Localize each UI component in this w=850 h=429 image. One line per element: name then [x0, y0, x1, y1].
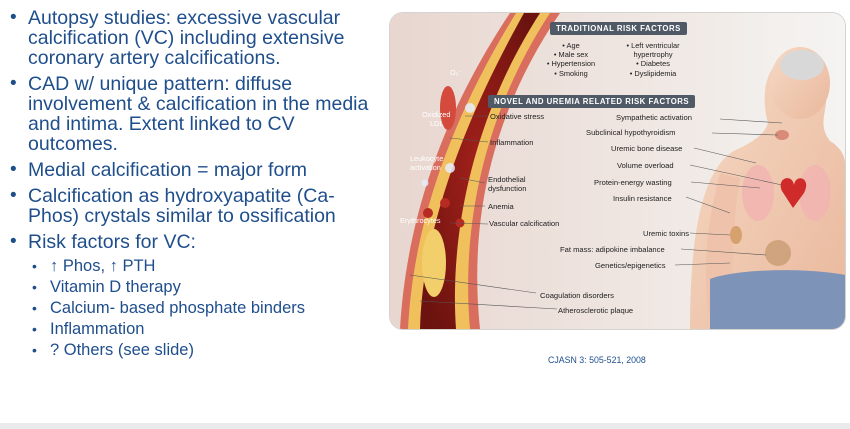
label-vascular-calcification: Vascular calcification: [489, 219, 560, 228]
label-protein-energy: Protein-energy wasting: [594, 178, 672, 187]
label-leukocyte: Leukocyte: [410, 154, 444, 163]
label-anemia: Anemia: [488, 202, 514, 211]
label-plaque: Atherosclerotic plaque: [558, 306, 634, 315]
label-fat-mass: Fat mass: adipokine imbalance: [560, 245, 665, 254]
traditional-left: • Age• Male sex• Hypertension• Smoking: [546, 41, 596, 78]
bullet-item: • Calcification as hydroxyapatite (Ca-Pho…: [6, 185, 378, 227]
bullet-dot: •: [10, 159, 17, 180]
sub-bullet-list: •↑ Phos, ↑ PTH •Vitamin D therapy •Calci…: [28, 256, 378, 361]
label-volume-overload: Volume overload: [617, 161, 674, 170]
label-coagulation: Coagulation disorders: [540, 291, 614, 300]
label-endothelial: Endothelial: [488, 175, 526, 184]
label-oxidized: Oxidized: [422, 110, 451, 119]
slide-bottom-bar: [0, 423, 850, 429]
bullet-dot: •: [10, 231, 17, 252]
bullet-text: Risk factors for VC:: [28, 231, 196, 253]
citation: CJASN 3: 505-521, 2008: [548, 355, 646, 365]
label-inflammation: Inflammation: [490, 138, 534, 147]
label-activation: activation: [410, 163, 441, 172]
figure-illustration: [390, 13, 845, 329]
bullet-text: CAD w/ unique pattern: diffuse involveme…: [28, 73, 369, 155]
label-sympathetic: Sympathetic activation: [616, 113, 692, 122]
novel-header: NOVEL AND UREMIA RELATED RISK FACTORS: [488, 95, 696, 108]
label-ldl: LDL: [430, 119, 444, 128]
bullet-item: • Medial calcification = major form: [6, 159, 378, 181]
label-dysfunction: dysfunction: [488, 184, 527, 193]
label-genetics: Genetics/epigenetics: [595, 261, 666, 270]
label-bone-disease: Uremic bone disease: [611, 144, 683, 153]
bullet-dot: •: [10, 7, 17, 28]
label-insulin: Insulin resistance: [613, 194, 672, 203]
risk-factor-figure: TRADITIONAL RISK FACTORS • Age• Male sex…: [389, 12, 846, 330]
label-uremic-toxins: Uremic toxins: [643, 229, 689, 238]
bullet-item: • Autopsy studies: excessive vascular cal…: [6, 7, 378, 69]
label-hypothyroidism: Subclinical hypothyroidism: [586, 128, 676, 137]
label-oxidative-stress: Oxidative stress: [490, 112, 545, 121]
label-o2: O₂⁻: [450, 68, 463, 77]
bullet-text: Medial calcification = major form: [28, 159, 308, 181]
sub-bullet-item: •↑ Phos, ↑ PTH: [32, 257, 156, 275]
bullet-dot: •: [10, 73, 17, 94]
sub-bullet-item: •Inflammation: [32, 320, 145, 338]
sub-bullet-item: •Calcium- based phosphate binders: [32, 299, 305, 317]
sub-bullet-item: •Vitamin D therapy: [32, 278, 181, 296]
bullet-text: Autopsy studies: excessive vascular calc…: [28, 7, 345, 69]
label-erythrocytes: Erythrocytes: [400, 216, 441, 225]
bullet-list: • Autopsy studies: excessive vascular cal…: [6, 8, 378, 367]
bullet-item: • CAD w/ unique pattern: diffuse involvem…: [6, 73, 378, 155]
bullet-dot: •: [10, 185, 17, 206]
bullet-text: Calcification as hydroxyapatite (Ca-Phos…: [28, 185, 336, 227]
bullet-item: • Risk factors for VC: •↑ Phos, ↑ PTH •Vi…: [6, 232, 378, 361]
traditional-header: TRADITIONAL RISK FACTORS: [550, 22, 687, 35]
sub-bullet-item: •? Others (see slide): [32, 341, 194, 359]
